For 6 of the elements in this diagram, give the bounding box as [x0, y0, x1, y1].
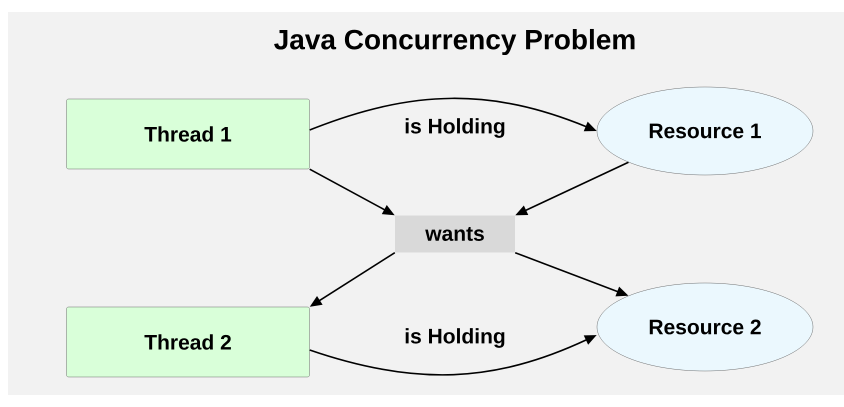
label-box: wants — [395, 216, 515, 252]
title: Java Concurrency Problem — [274, 28, 634, 56]
edge-label: is Holding — [402, 116, 508, 140]
edge-label: is Holding — [402, 326, 508, 350]
process-box: Thread 2 — [66, 306, 310, 378]
process-box: Thread 1 — [66, 98, 310, 170]
